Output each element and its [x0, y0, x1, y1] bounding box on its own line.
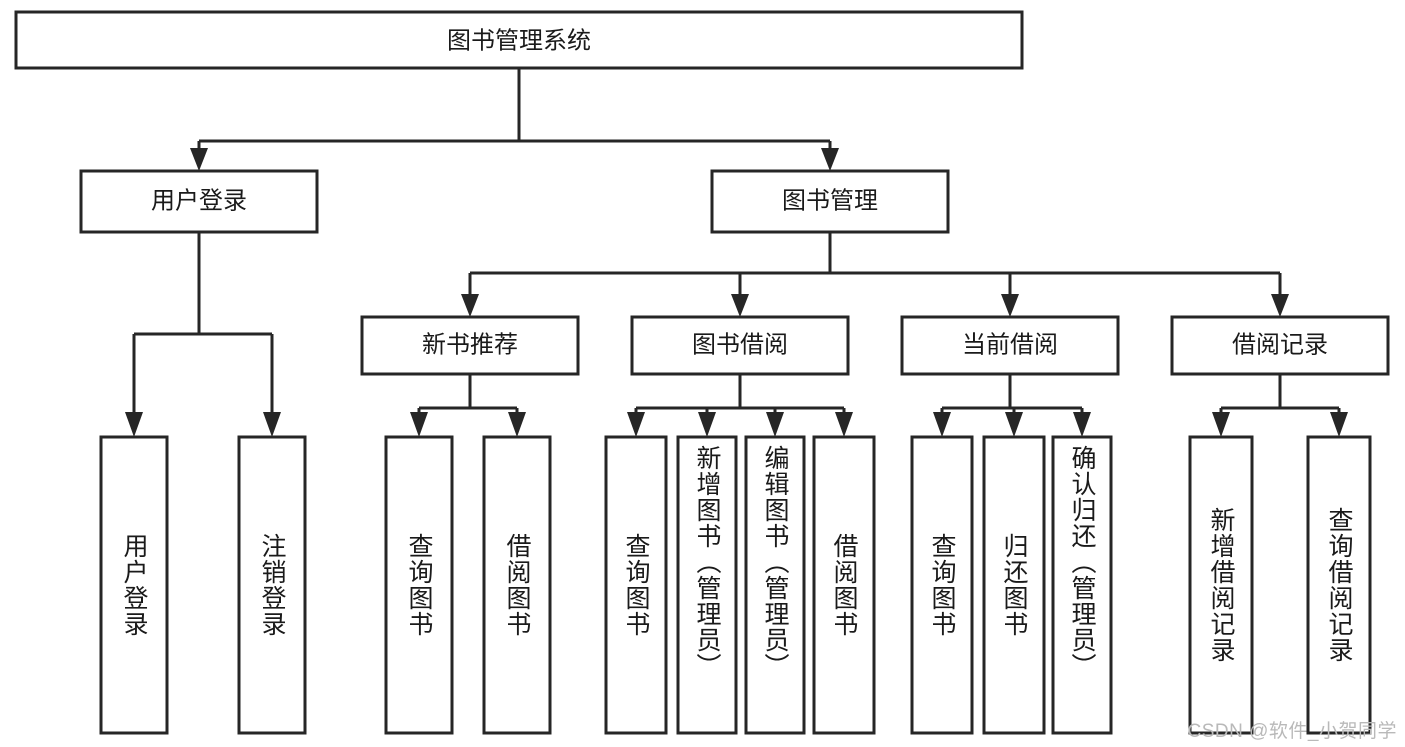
- node-leaf-add-book[interactable]: [676, 435, 738, 735]
- arrow-to-leaf-user-login: [125, 412, 143, 437]
- node-book-management-label: 图书管理: [782, 187, 878, 214]
- node-current-borrow[interactable]: [900, 315, 1120, 376]
- node-root-label: 图书管理系统: [447, 27, 591, 54]
- node-user-login[interactable]: [79, 169, 319, 234]
- arrow-to-leaf-query-book-1: [410, 412, 428, 437]
- edge-user-login-trunk: [132, 232, 274, 420]
- node-leaf-query-book-2[interactable]: [604, 435, 668, 735]
- arrow-to-leaf-query-borrow-record: [1330, 412, 1348, 437]
- node-leaf-edit-book[interactable]: [744, 435, 806, 735]
- arrow-to-leaf-confirm-return: [1073, 412, 1091, 437]
- arrow-to-user-login: [190, 148, 208, 171]
- edge-root-trunk: [197, 68, 832, 155]
- node-leaf-borrow-book-1[interactable]: [482, 435, 552, 735]
- node-book-management[interactable]: [710, 169, 950, 234]
- nodes-layer: 图书管理系统 用户登录 图书管理 新书推荐 图书借阅 当前借阅 借阅记录: [14, 10, 1390, 735]
- node-borrow-record[interactable]: [1170, 315, 1390, 376]
- node-leaf-return-book[interactable]: [982, 435, 1046, 735]
- arrow-to-book-borrow: [731, 294, 749, 317]
- node-leaf-query-borrow-record[interactable]: [1306, 435, 1372, 735]
- node-leaf-confirm-return[interactable]: [1051, 435, 1113, 735]
- node-leaf-add-borrow-record[interactable]: [1188, 435, 1254, 735]
- arrow-to-leaf-borrow-book-1: [508, 412, 526, 437]
- edge-book-borrow-trunk: [634, 374, 846, 420]
- arrow-to-borrow-record: [1271, 294, 1289, 317]
- node-book-borrow[interactable]: [630, 315, 850, 376]
- node-root[interactable]: [14, 10, 1024, 70]
- arrow-to-book-management: [821, 148, 839, 171]
- edges-layer: [125, 68, 1348, 437]
- arrow-to-leaf-edit-book: [766, 412, 784, 437]
- arrow-to-new-book-recommend: [461, 294, 479, 317]
- node-user-login-label: 用户登录: [151, 187, 247, 214]
- csdn-watermark: CSDN @软件_小贺同学: [1187, 721, 1397, 742]
- node-leaf-logout-login[interactable]: [237, 435, 307, 735]
- node-leaf-user-login[interactable]: [99, 435, 169, 735]
- node-new-book-recommend-label: 新书推荐: [422, 331, 518, 358]
- arrow-to-current-borrow: [1001, 294, 1019, 317]
- node-leaf-query-book-3[interactable]: [910, 435, 974, 735]
- node-leaf-query-book-1[interactable]: [384, 435, 454, 735]
- arrow-to-leaf-add-borrow-record: [1212, 412, 1230, 437]
- arrow-to-leaf-logout-login: [263, 412, 281, 437]
- arrow-to-leaf-add-book: [698, 412, 716, 437]
- node-book-borrow-label: 图书借阅: [692, 331, 788, 358]
- node-borrow-record-label: 借阅记录: [1232, 331, 1328, 358]
- node-new-book-recommend[interactable]: [360, 315, 580, 376]
- arrow-to-leaf-borrow-book-2: [835, 412, 853, 437]
- edge-book-management-trunk: [468, 232, 1282, 300]
- arrow-to-leaf-return-book: [1005, 412, 1023, 437]
- edge-borrow-record-trunk: [1219, 374, 1341, 420]
- node-current-borrow-label: 当前借阅: [962, 331, 1058, 358]
- node-leaf-borrow-book-2[interactable]: [812, 435, 876, 735]
- arrow-to-leaf-query-book-2: [627, 412, 645, 437]
- edge-new-book-recommend-trunk: [417, 374, 519, 420]
- arrow-to-leaf-query-book-3: [933, 412, 951, 437]
